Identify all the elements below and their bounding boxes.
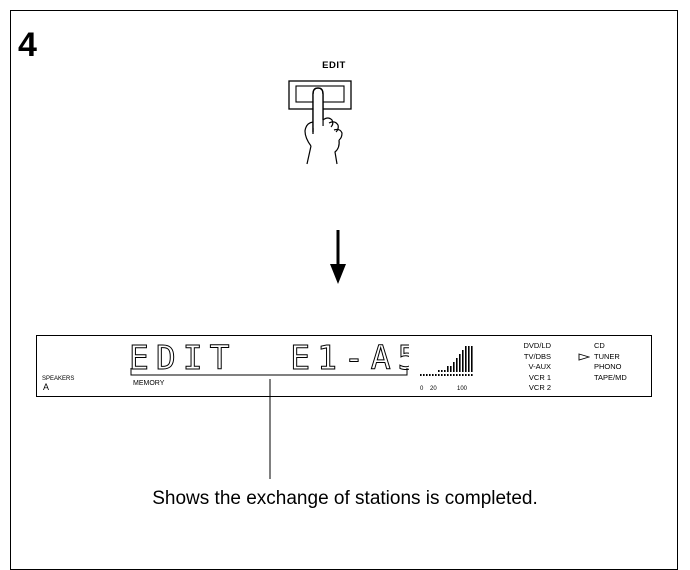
meter-scale-20: 20 — [430, 386, 437, 392]
input-vcr-1: VCR 1 — [487, 373, 551, 384]
input-dvd-ld: DVD/LD — [487, 341, 551, 352]
edit-button-label: EDIT — [299, 60, 369, 71]
level-meter — [418, 344, 480, 378]
down-arrow-icon — [330, 230, 346, 286]
input-cd: CD — [594, 341, 664, 352]
selected-input-triangle-icon — [578, 353, 590, 361]
input-list-right: CD TUNER PHONO TAPE/MD — [594, 341, 664, 383]
input-tv-dbs: TV/DBS — [487, 352, 551, 363]
hand-pressing-button-icon — [285, 76, 385, 176]
speakers-value: A — [43, 383, 49, 392]
callout-line — [268, 379, 272, 479]
input-list-left: DVD/LD TV/DBS V-AUX VCR 1 VCR 2 — [487, 341, 551, 394]
meter-scale-0: 0 — [420, 386, 423, 392]
caption-text: Shows the exchange of stations is comple… — [0, 488, 690, 510]
meter-scale-100: 100 — [457, 386, 467, 392]
input-phono: PHONO — [594, 362, 664, 373]
memory-indicator: MEMORY — [133, 380, 164, 387]
input-v-aux: V-AUX — [487, 362, 551, 373]
input-tape-md: TAPE/MD — [594, 373, 664, 384]
front-panel-display: EDIT E1-A5 SPEAKERS A MEMORY 0 20 100 DV… — [36, 335, 652, 397]
input-vcr-2: VCR 2 — [487, 383, 551, 394]
input-tuner: TUNER — [594, 352, 664, 363]
step-number: 4 — [18, 28, 37, 62]
